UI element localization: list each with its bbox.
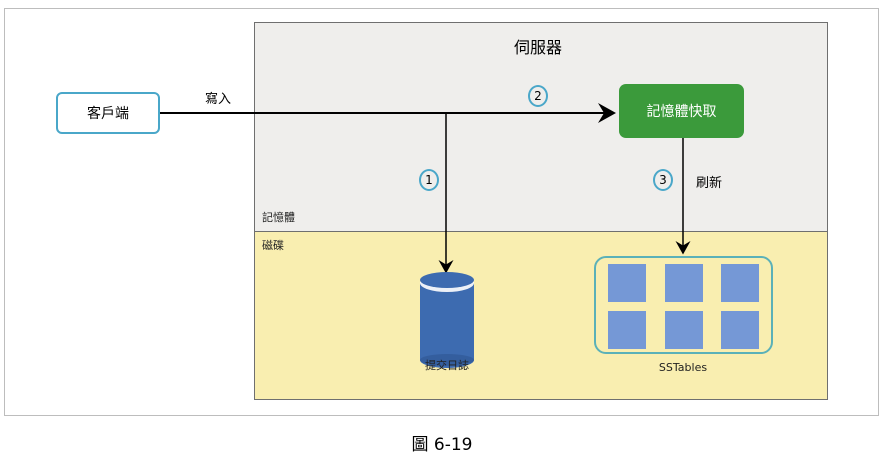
figure-frame <box>4 8 879 416</box>
sstable-block <box>665 311 703 349</box>
commit-log-cylinder-icon <box>420 272 474 368</box>
figure-caption: 圖 6-19 <box>411 435 473 455</box>
client-node: 客戶端 <box>56 92 160 134</box>
sstable-block <box>608 264 646 302</box>
flush-label: 刷新 <box>696 176 723 191</box>
commit-log-label: 提交日誌 <box>425 359 469 372</box>
memcache-node: 記憶體快取 <box>619 84 744 138</box>
disk-label: 磁碟 <box>262 239 284 252</box>
sstables-container <box>594 256 773 354</box>
write-label: 寫入 <box>205 92 232 107</box>
sstable-block <box>665 264 703 302</box>
step-1-badge: 1 <box>419 169 439 191</box>
memory-label: 記憶體 <box>262 211 295 224</box>
server-title: 伺服器 <box>513 38 562 57</box>
sstables-label: SSTables <box>658 361 708 374</box>
step-3-badge: 3 <box>653 169 673 191</box>
sstable-block <box>608 311 646 349</box>
sstable-block <box>721 264 759 302</box>
sstable-block <box>721 311 759 349</box>
step-2-badge: 2 <box>528 85 548 107</box>
